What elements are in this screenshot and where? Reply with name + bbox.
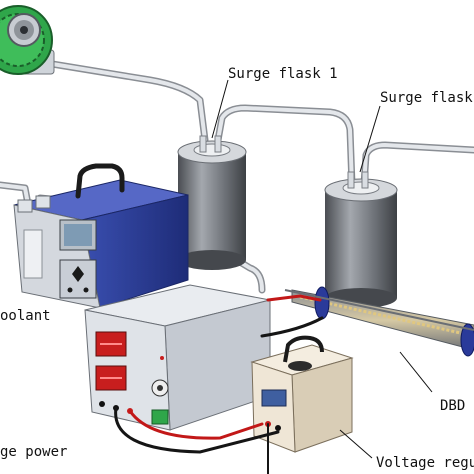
surge-flask-1 <box>177 135 247 270</box>
wire-red-hv <box>128 409 264 440</box>
voltage-power-supply <box>84 284 271 431</box>
coolant-unit <box>13 163 189 309</box>
label-surge-flask-2: Surge flask <box>380 90 473 106</box>
electrical-wires <box>114 294 324 474</box>
label-dbd: DBD <box>440 398 465 414</box>
leader-lines <box>211 79 433 459</box>
dbd-reactor <box>284 286 474 357</box>
label-voltage-power: ge power <box>0 444 67 460</box>
label-voltage-regulator: Voltage regu <box>376 455 474 471</box>
handle-icon <box>75 163 125 199</box>
wire-black-hv <box>114 406 280 454</box>
label-surge-flask-1: Surge flask 1 <box>228 66 338 82</box>
voltage-regulator <box>250 335 354 453</box>
blower-fan <box>0 5 55 75</box>
wire-red-dbd <box>266 294 322 302</box>
label-coolant: oolant <box>0 308 51 324</box>
wire-black-dbd <box>260 316 324 338</box>
surge-flask-2 <box>324 171 398 308</box>
